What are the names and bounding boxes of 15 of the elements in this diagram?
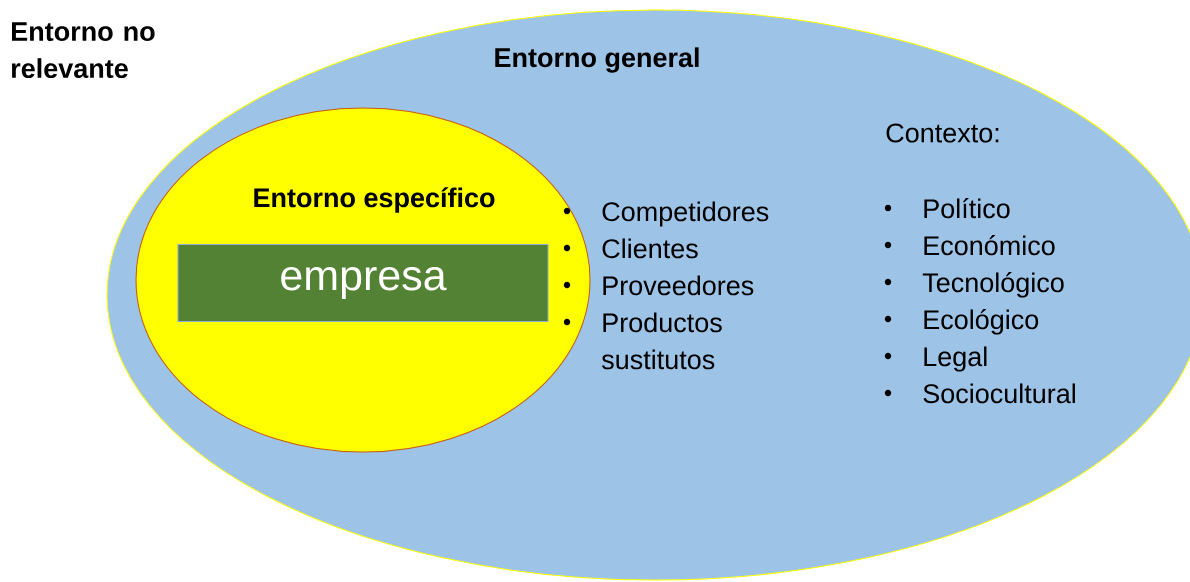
heading: Entorno específico [254,187,495,213]
list-item: Político [884,198,1010,219]
list-item: Tecnológico [884,272,1064,298]
region-label: Entorno no relevante [12,22,155,79]
heading: Entorno general [495,47,699,73]
list-item: Económico [884,235,1055,256]
list-item: Sociocultural [884,383,1075,404]
list-item: Ecológico [884,309,1039,335]
company-box: empresa [177,244,549,322]
list-item: Legal [884,346,987,372]
list-item: Productos sustitutos [563,312,722,370]
list-heading: Contexto: [886,123,999,143]
list-item: Competidores [563,201,769,227]
list-item: Proveedores [563,275,754,296]
list-item: Clientes [563,238,698,259]
